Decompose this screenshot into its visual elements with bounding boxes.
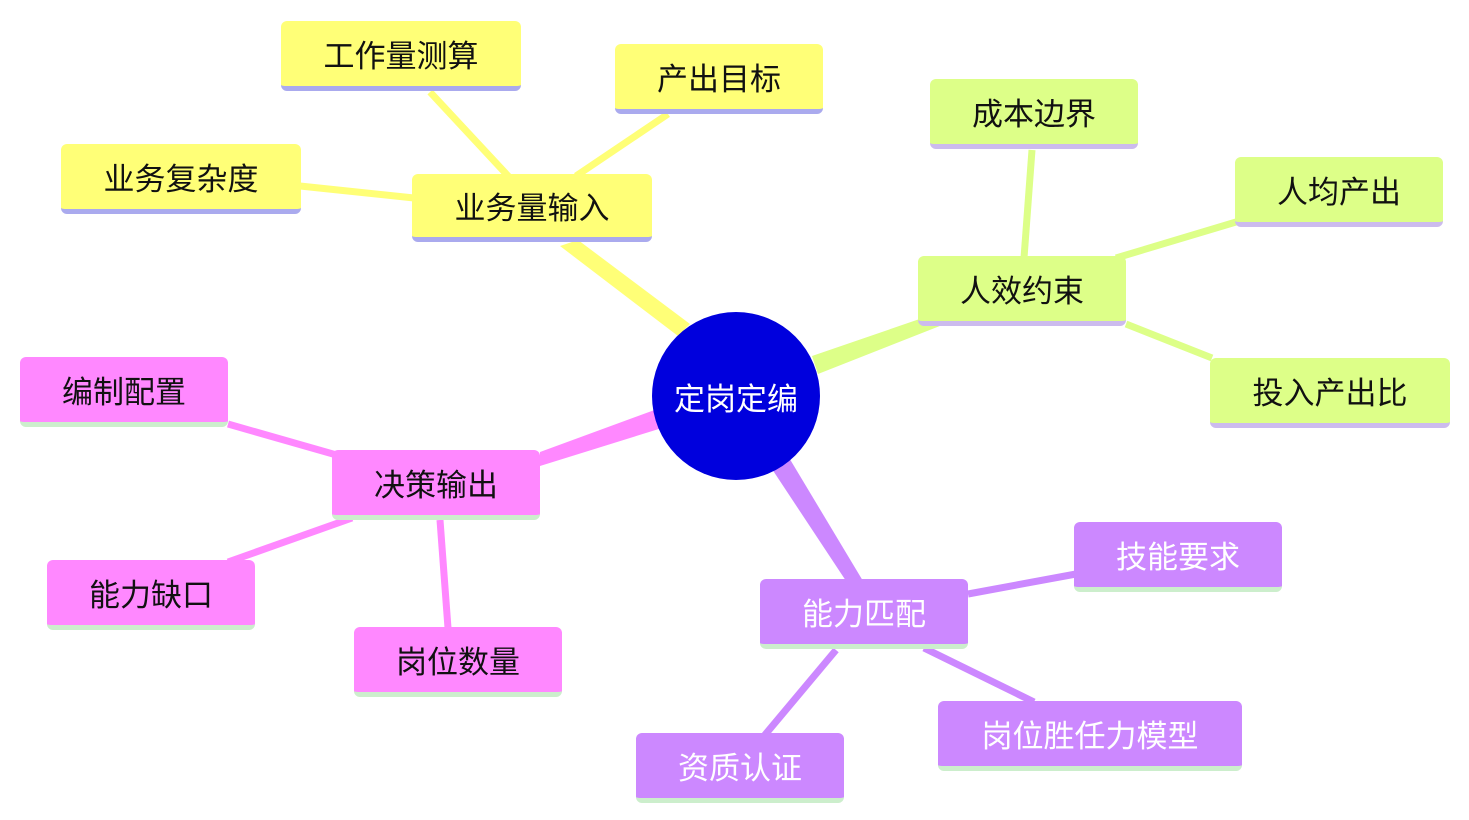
connector-juece-1 — [226, 514, 354, 566]
subtopic-label: 技能要求 — [1116, 540, 1240, 576]
connector-root-renxiao — [812, 312, 950, 374]
connector-yewu-1 — [574, 111, 670, 179]
subtopic-renxiao-1[interactable]: 人均产出 — [1235, 157, 1443, 227]
subtopic-yewu-1[interactable]: 产出目标 — [615, 44, 823, 114]
subtopic-label: 岗位胜任力模型 — [981, 719, 1199, 755]
root-node[interactable]: 定岗定编 — [652, 312, 820, 480]
connector-yewu-0 — [427, 89, 513, 181]
subtopic-renxiao-0[interactable]: 成本边界 — [930, 79, 1138, 149]
connector-root-nengli — [770, 456, 866, 590]
main-topic-yewu[interactable]: 业务量输入 — [412, 174, 652, 242]
subtopic-nengli-2[interactable]: 资质认证 — [636, 733, 844, 803]
connector-nengli-0 — [967, 570, 1077, 598]
main-topic-renxiao[interactable]: 人效约束 — [918, 256, 1126, 326]
subtopic-label: 投入产出比 — [1252, 376, 1408, 412]
subtopic-label: 资质认证 — [678, 751, 802, 787]
main-topic-label: 业务量输入 — [454, 191, 610, 227]
subtopic-yewu-2[interactable]: 业务复杂度 — [61, 144, 301, 214]
connector-yewu-2 — [299, 182, 415, 202]
subtopic-label: 业务复杂度 — [103, 162, 259, 198]
connector-root-juece — [540, 408, 662, 466]
subtopic-juece-0[interactable]: 编制配置 — [20, 357, 228, 427]
subtopic-juece-2[interactable]: 岗位数量 — [354, 627, 562, 697]
subtopic-label: 能力缺口 — [89, 578, 213, 614]
subtopic-nengli-1[interactable]: 岗位胜任力模型 — [938, 701, 1242, 771]
subtopic-nengli-0[interactable]: 技能要求 — [1074, 522, 1282, 592]
subtopic-renxiao-2[interactable]: 投入产出比 — [1210, 358, 1450, 428]
subtopic-label: 成本边界 — [972, 97, 1096, 133]
connector-root-yewu — [560, 240, 690, 336]
subtopic-yewu-0[interactable]: 工作量测算 — [281, 21, 521, 91]
connector-renxiao-1 — [1114, 218, 1238, 262]
connector-juece-2 — [436, 519, 452, 629]
subtopic-label: 产出目标 — [657, 62, 781, 98]
root-node-label: 定岗定编 — [674, 381, 798, 418]
main-topic-label: 能力匹配 — [802, 597, 926, 633]
main-topic-nengli[interactable]: 能力匹配 — [760, 579, 968, 649]
connector-nengli-2 — [761, 647, 839, 739]
subtopic-juece-1[interactable]: 能力缺口 — [47, 560, 255, 630]
main-topic-label: 决策输出 — [374, 468, 498, 504]
main-topic-label: 人效约束 — [960, 274, 1084, 310]
subtopic-label: 人均产出 — [1277, 175, 1401, 211]
connector-renxiao-0 — [1020, 149, 1036, 259]
main-topic-juece[interactable]: 决策输出 — [332, 450, 540, 520]
subtopic-label: 工作量测算 — [323, 39, 479, 75]
subtopic-label: 编制配置 — [62, 375, 186, 411]
subtopic-label: 岗位数量 — [396, 645, 520, 681]
connector-renxiao-2 — [1124, 320, 1214, 362]
connector-nengli-1 — [922, 644, 1036, 706]
connector-juece-0 — [227, 420, 341, 460]
